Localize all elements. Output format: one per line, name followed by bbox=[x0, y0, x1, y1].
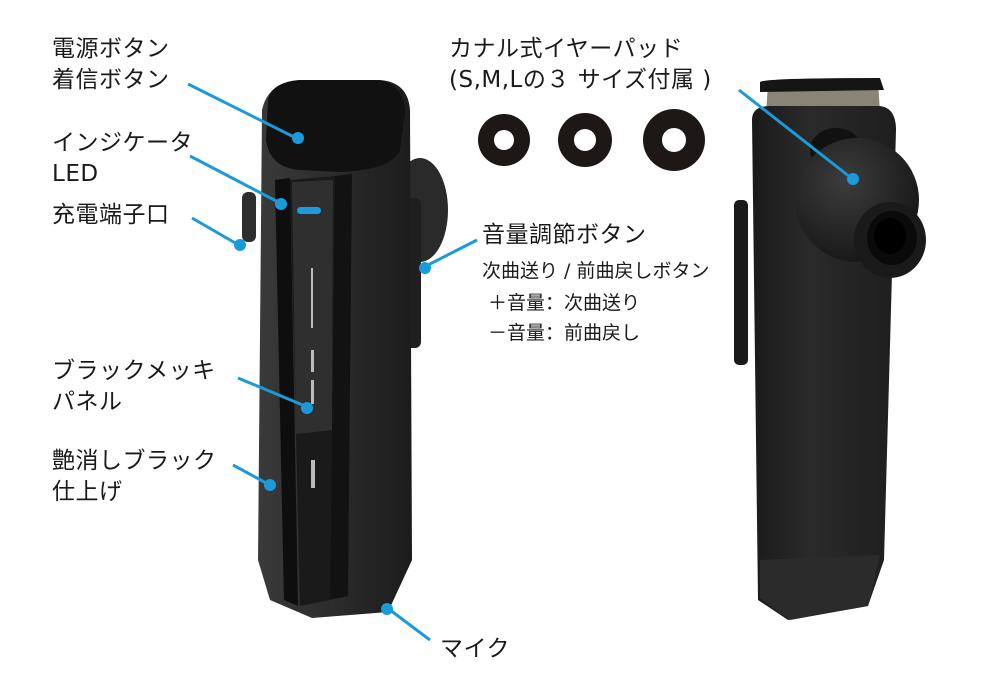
callout-charging-port-line1: 充電端子口 bbox=[52, 202, 170, 228]
callout-dot-finish bbox=[264, 479, 276, 491]
led-indicator bbox=[297, 207, 321, 214]
callout-black-plated-panel: ブラックメッキ パネル bbox=[52, 356, 216, 418]
callout-dot-mic bbox=[381, 603, 393, 615]
callout-ear-pad-line2: (S,M,Lの３ サイズ付属 ) bbox=[449, 67, 712, 93]
callout-dot-power bbox=[292, 132, 304, 144]
callout-volume-button-line1: 音量調節ボタン bbox=[482, 222, 647, 248]
callout-ear-pad: カナル式イヤーパッド (S,M,Lの３ サイズ付属 ) bbox=[449, 34, 712, 96]
callout-power-button: 電源ボタン 着信ボタン bbox=[52, 34, 170, 96]
callout-dot-charging bbox=[234, 239, 246, 251]
headset-front-view bbox=[242, 80, 448, 618]
callout-ear-pad-line1: カナル式イヤーパッド bbox=[449, 36, 684, 62]
callout-charging-port: 充電端子口 bbox=[52, 200, 170, 231]
callout-indicator-led: インジケータ LED bbox=[52, 128, 193, 190]
callout-black-plated-panel-line2: パネル bbox=[52, 389, 123, 415]
callout-dot-volume bbox=[419, 262, 431, 274]
callout-power-button-line1: 電源ボタン bbox=[52, 36, 170, 62]
callout-matte-black-finish-line1: 艶消しブラック bbox=[52, 448, 217, 474]
callout-matte-black-finish: 艶消しブラック 仕上げ bbox=[52, 446, 217, 508]
callout-volume-button-line4: －音量：前曲戻し bbox=[488, 322, 641, 344]
callout-indicator-led-line1: インジケータ bbox=[52, 130, 193, 156]
callout-microphone: マイク bbox=[440, 634, 510, 665]
callout-volume-button-line2: 次曲送り / 前曲戻しボタン bbox=[482, 260, 710, 282]
callout-power-button-line2: 着信ボタン bbox=[52, 67, 170, 93]
callout-microphone-line1: マイク bbox=[440, 636, 511, 662]
callout-dot-panel bbox=[301, 402, 313, 414]
callout-volume-button-line3: ＋音量：次曲送り bbox=[488, 292, 641, 314]
ear-pads bbox=[478, 109, 705, 171]
callout-lines bbox=[187, 82, 859, 642]
callout-matte-black-finish-line2: 仕上げ bbox=[52, 479, 123, 505]
callout-dot-led bbox=[275, 198, 287, 210]
callout-indicator-led-line2: LED bbox=[52, 161, 99, 187]
headset-side-view bbox=[734, 78, 926, 620]
callout-dot-earpad bbox=[847, 173, 859, 185]
callout-black-plated-panel-line1: ブラックメッキ bbox=[52, 358, 216, 384]
